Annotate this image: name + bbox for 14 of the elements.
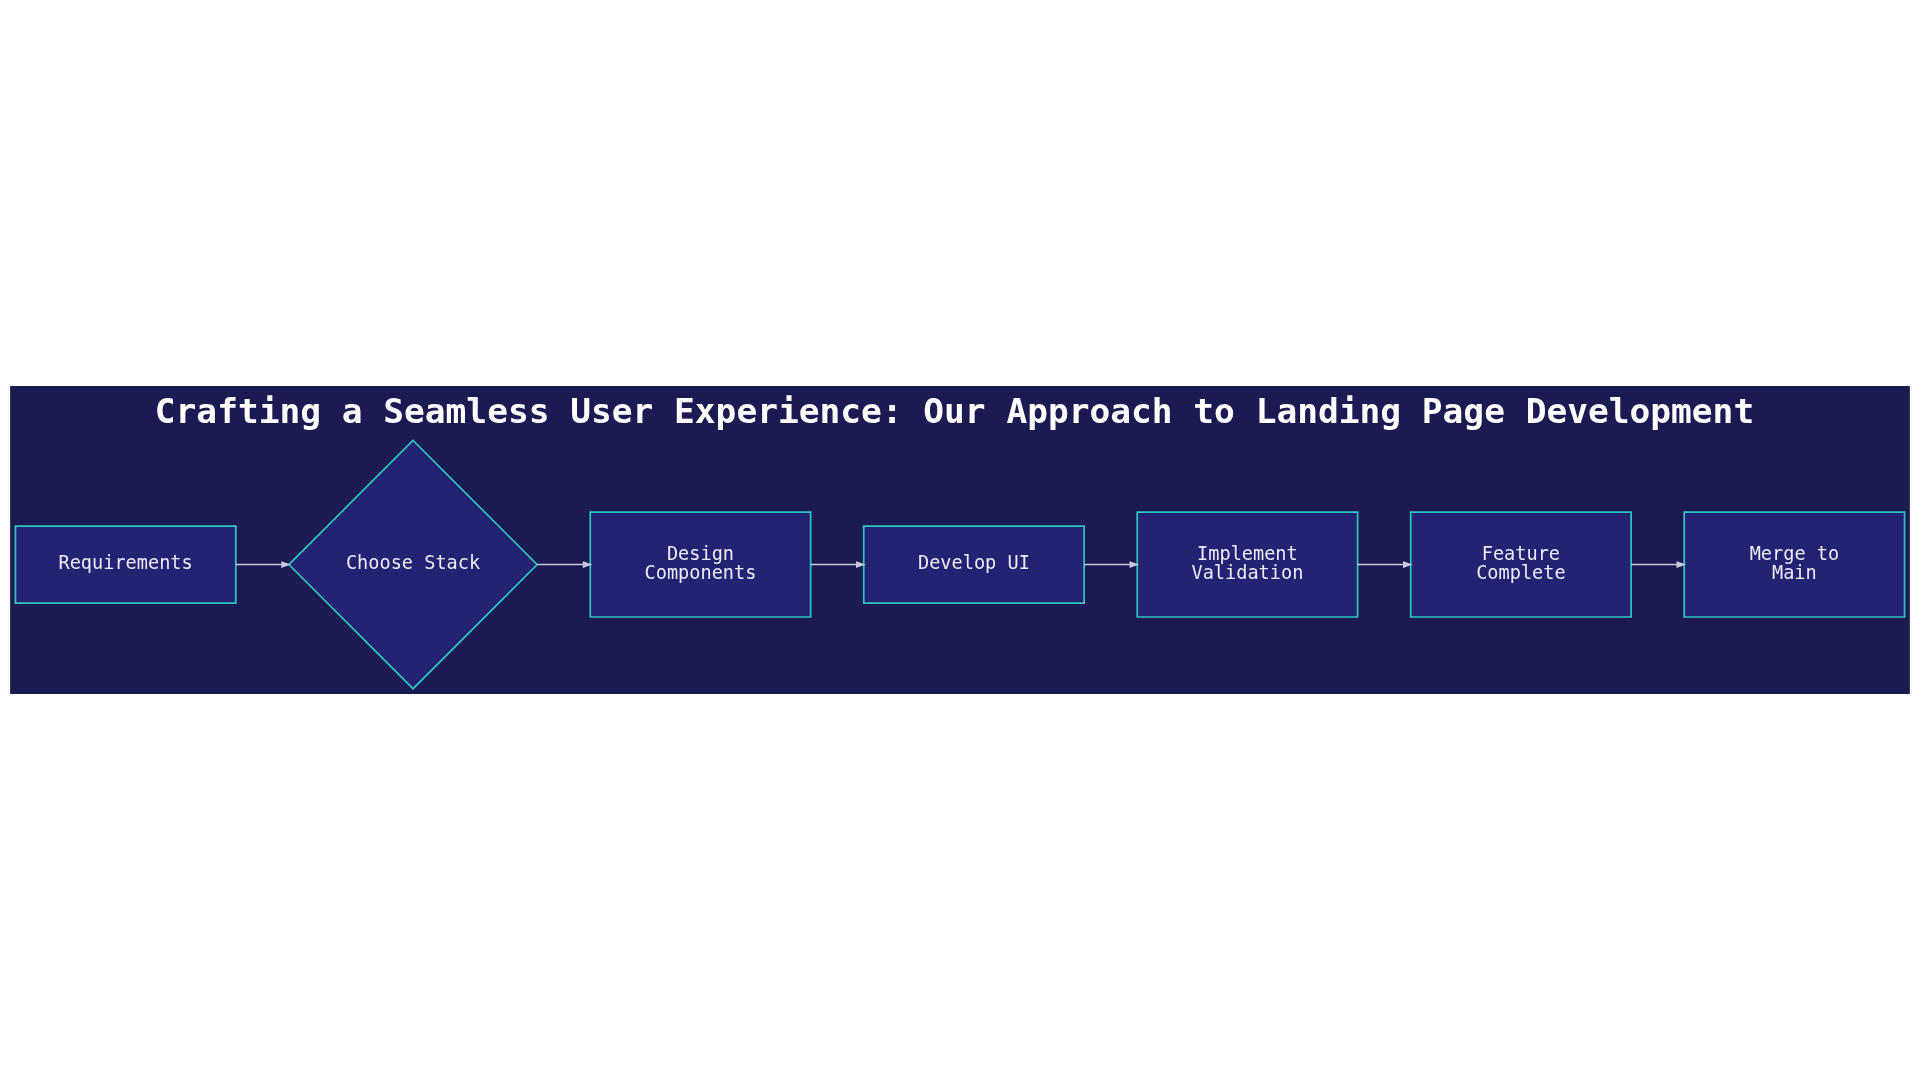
arrow (235, 561, 291, 568)
arrow (1083, 561, 1140, 568)
arrow (536, 561, 593, 568)
arrow (810, 561, 866, 568)
node-box: Design Components (589, 511, 812, 618)
node-box: Develop UI (862, 525, 1085, 604)
diagram-title: Crafting a Seamless User Experience: Our Approach to Landing Page Development (154, 390, 1755, 431)
node-diamond: Choose Stack (287, 439, 539, 690)
node-box: Feature Complete (1409, 511, 1632, 618)
node-box: Requirements (14, 525, 237, 604)
node-box: Implement Validation (1136, 511, 1359, 618)
arrow (1357, 561, 1413, 568)
arrow (1630, 561, 1687, 568)
node-box: Merge to Main (1683, 511, 1906, 618)
